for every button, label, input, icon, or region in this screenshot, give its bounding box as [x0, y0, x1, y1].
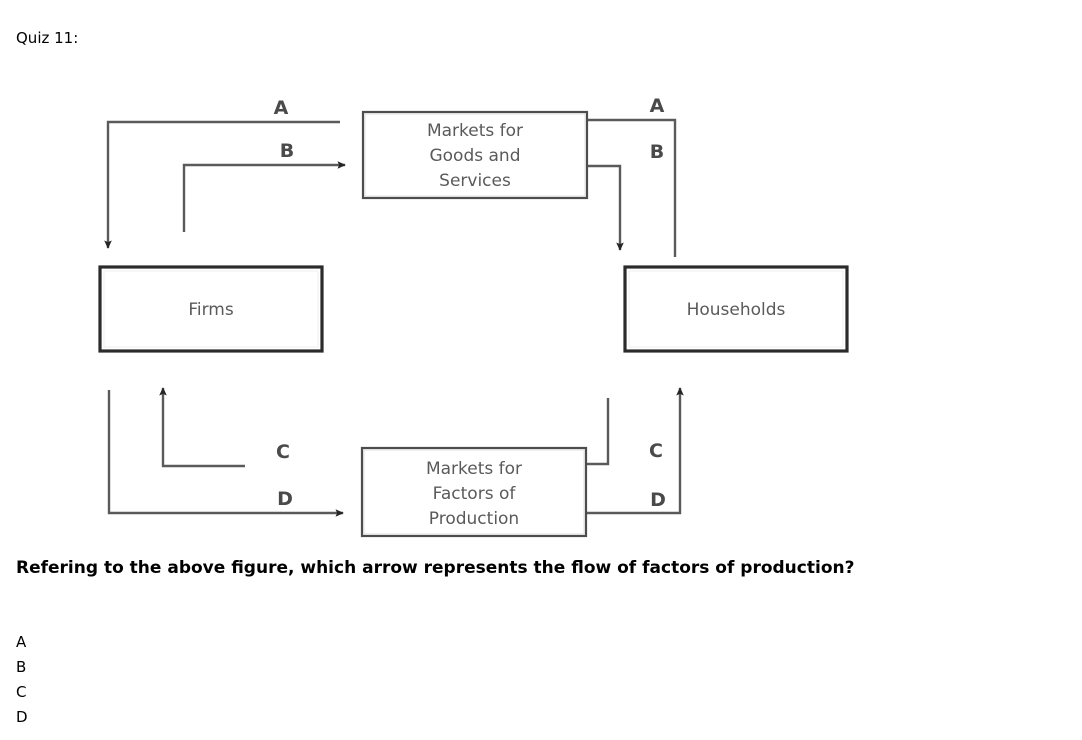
question-prompt: Refering to the above figure, which arro…	[16, 558, 855, 578]
node-markets-for-factors-line-3: Production	[429, 509, 519, 529]
node-markets-for-goods-line-2: Goods and	[429, 146, 520, 166]
arrow-label-c-left: C	[276, 441, 290, 463]
node-households-label: Households	[687, 300, 786, 320]
diagram-canvas: A B A B C D C D Markets for Goods and Se…	[98, 95, 849, 538]
node-markets-for-factors: Markets for Factors of Production	[360, 446, 588, 538]
arrow-b-left	[182, 161, 346, 232]
option-a[interactable]: A	[16, 633, 27, 651]
option-d[interactable]: D	[16, 708, 28, 726]
arrow-c-left	[159, 387, 245, 468]
arrow-d-left	[107, 390, 344, 517]
arrow-label-d-left: D	[277, 488, 293, 510]
arrow-label-a-left: A	[274, 97, 289, 119]
node-markets-for-factors-line-2: Factors of	[433, 484, 517, 504]
option-b[interactable]: B	[16, 658, 27, 676]
node-markets-for-goods: Markets for Goods and Services	[361, 110, 589, 200]
arrow-label-d-right: D	[650, 489, 666, 511]
node-households: Households	[623, 265, 849, 353]
option-c[interactable]: C	[16, 683, 27, 701]
circular-flow-diagram: A B A B C D C D Markets for Goods and Se…	[0, 80, 900, 548]
answer-options: A B C D	[16, 630, 316, 730]
node-firms: Firms	[98, 265, 324, 353]
arrow-label-b-left: B	[280, 140, 294, 162]
arrow-label-b-right: B	[650, 141, 664, 163]
arrow-label-c-right: C	[649, 440, 663, 462]
node-firms-label: Firms	[188, 300, 234, 320]
page-title: Quiz 11:	[16, 29, 79, 47]
node-markets-for-goods-line-3: Services	[439, 171, 511, 191]
node-markets-for-goods-line-1: Markets for	[427, 121, 523, 141]
arrow-a-left	[104, 120, 340, 249]
arrow-label-a-right: A	[650, 95, 665, 117]
node-markets-for-factors-line-1: Markets for	[426, 459, 522, 479]
